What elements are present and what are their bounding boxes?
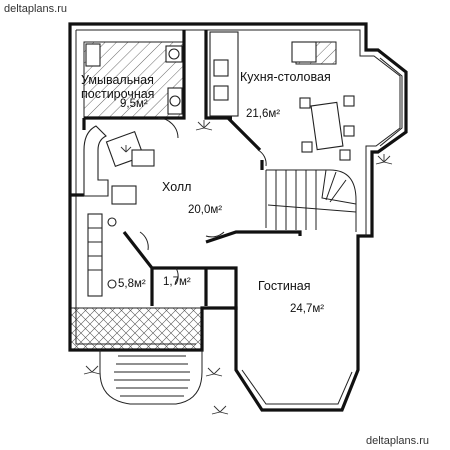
door-swings: [139, 117, 267, 285]
hall-name: Холл: [162, 180, 191, 194]
plant-decorations: [83, 120, 393, 415]
entry-porch-tile-floor: [69, 307, 203, 351]
entrance-steps: [99, 350, 203, 405]
exterior-walls: [68, 22, 408, 412]
washroom-name-line2: постирочная: [81, 87, 154, 101]
dining-table: [299, 95, 355, 161]
closet-area: 1,7м²: [163, 276, 191, 288]
hall-sofa: [83, 125, 155, 205]
washroom-fixtures: [85, 43, 183, 115]
washroom-area: 9,5м²: [120, 98, 148, 110]
hall-area: 20,0м²: [188, 204, 222, 216]
living-bay-window: [241, 369, 353, 405]
kitchen-counter: [209, 31, 239, 117]
exterior-walls-inner: [76, 29, 401, 236]
watermark-top: deltaplans.ru: [4, 3, 67, 15]
living-name: Гостиная: [258, 279, 310, 293]
staircase: [265, 169, 357, 232]
washroom-name-line1: Умывальная: [81, 73, 154, 87]
small-room-area: 5,8м²: [118, 278, 146, 290]
exterior-walls-inner-left: [75, 30, 196, 345]
living-area: 24,7м²: [290, 303, 324, 315]
kitchen-name: Кухня-столовая: [240, 70, 331, 84]
kitchen-area: 21,6м²: [246, 108, 280, 120]
interior-walls: [70, 30, 302, 310]
kitchen-bay-window: [379, 57, 403, 147]
watermark-bottom: deltaplans.ru: [366, 435, 429, 447]
small-room-wardrobe: [87, 213, 117, 297]
kitchen-window-shelf: [291, 41, 317, 63]
